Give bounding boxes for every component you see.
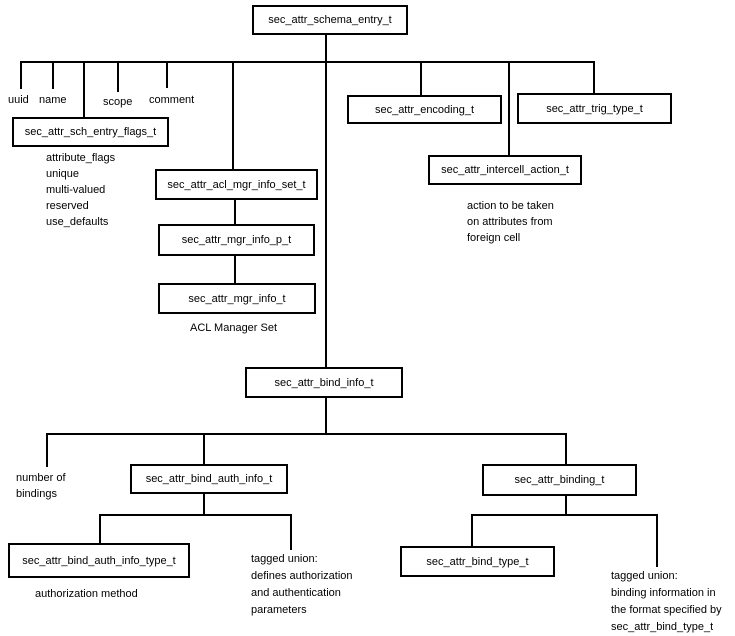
- connector-acl-set-drop: [232, 61, 234, 169]
- node-bind-type: sec_attr_bind_type_t: [400, 546, 555, 577]
- connector-bindinfo-drop: [325, 398, 327, 435]
- node-binding: sec_attr_binding_t: [482, 464, 637, 496]
- node-sch-entry-flags: sec_attr_sch_entry_flags_t: [12, 117, 169, 147]
- label-binding-union-note: tagged union: binding information in the…: [611, 570, 722, 633]
- connector-uuid-drop: [20, 61, 22, 89]
- connector-auth-horizontal: [99, 514, 292, 516]
- connector-authinfo-bottom: [203, 494, 205, 516]
- node-intercell-action: sec_attr_intercell_action_t: [428, 155, 582, 185]
- label-comment: comment: [149, 94, 195, 106]
- label-acl-manager-set: ACL Manager Set: [190, 322, 278, 334]
- node-encoding: sec_attr_encoding_t: [347, 95, 502, 124]
- node-mgr-info-p: sec_attr_mgr_info_p_t: [158, 224, 315, 256]
- connector-bind-horizontal: [46, 433, 567, 435]
- connector-comment-drop: [166, 61, 168, 88]
- node-schema-entry: sec_attr_schema_entry_t: [252, 5, 408, 35]
- connector-binding-top: [565, 433, 567, 464]
- connector-auth-union-drop: [290, 514, 292, 550]
- label-attribute-flags-list: attribute_flags unique multi-valued rese…: [46, 152, 116, 228]
- label-authorization-method: authorization method: [35, 588, 138, 600]
- label-auth-union-note: tagged union: defines authorization and …: [251, 553, 353, 616]
- label-scope: scope: [103, 96, 133, 108]
- connector-mgrp-mgr: [234, 256, 236, 283]
- connector-encoding-drop: [420, 61, 422, 96]
- connector-binding-union-drop: [656, 514, 658, 567]
- connector-aclset-mgrp: [234, 200, 236, 224]
- connector-scope-drop: [117, 61, 119, 92]
- node-bind-info: sec_attr_bind_info_t: [245, 367, 403, 398]
- connector-name-drop: [52, 61, 54, 89]
- label-uuid: uuid: [8, 94, 29, 106]
- connector-bindtype-drop: [471, 514, 473, 546]
- connector-flags-drop: [83, 61, 85, 117]
- connector-trig-drop: [593, 61, 595, 93]
- connector-numbindings-drop: [46, 433, 48, 467]
- connector-main-horizontal: [20, 61, 595, 63]
- node-bind-auth-info: sec_attr_bind_auth_info_t: [130, 464, 288, 494]
- label-number-of-bindings: number of bindings: [16, 472, 66, 500]
- node-acl-mgr-info-set: sec_attr_acl_mgr_info_set_t: [155, 169, 318, 200]
- connector-intercell-drop: [508, 61, 510, 155]
- connector-authinfo-top: [203, 433, 205, 464]
- connector-bindtype-horizontal: [471, 514, 658, 516]
- node-bind-auth-info-type: sec_attr_bind_auth_info_type_t: [8, 543, 190, 578]
- connector-authtype-drop: [99, 514, 101, 543]
- node-mgr-info: sec_attr_mgr_info_t: [158, 283, 316, 314]
- label-intercell-note: action to be taken on attributes from fo…: [467, 200, 554, 244]
- connector-binding-bottom: [565, 496, 567, 516]
- connector-center-vertical: [325, 34, 327, 367]
- label-name: name: [39, 94, 67, 106]
- node-trig-type: sec_attr_trig_type_t: [517, 93, 672, 124]
